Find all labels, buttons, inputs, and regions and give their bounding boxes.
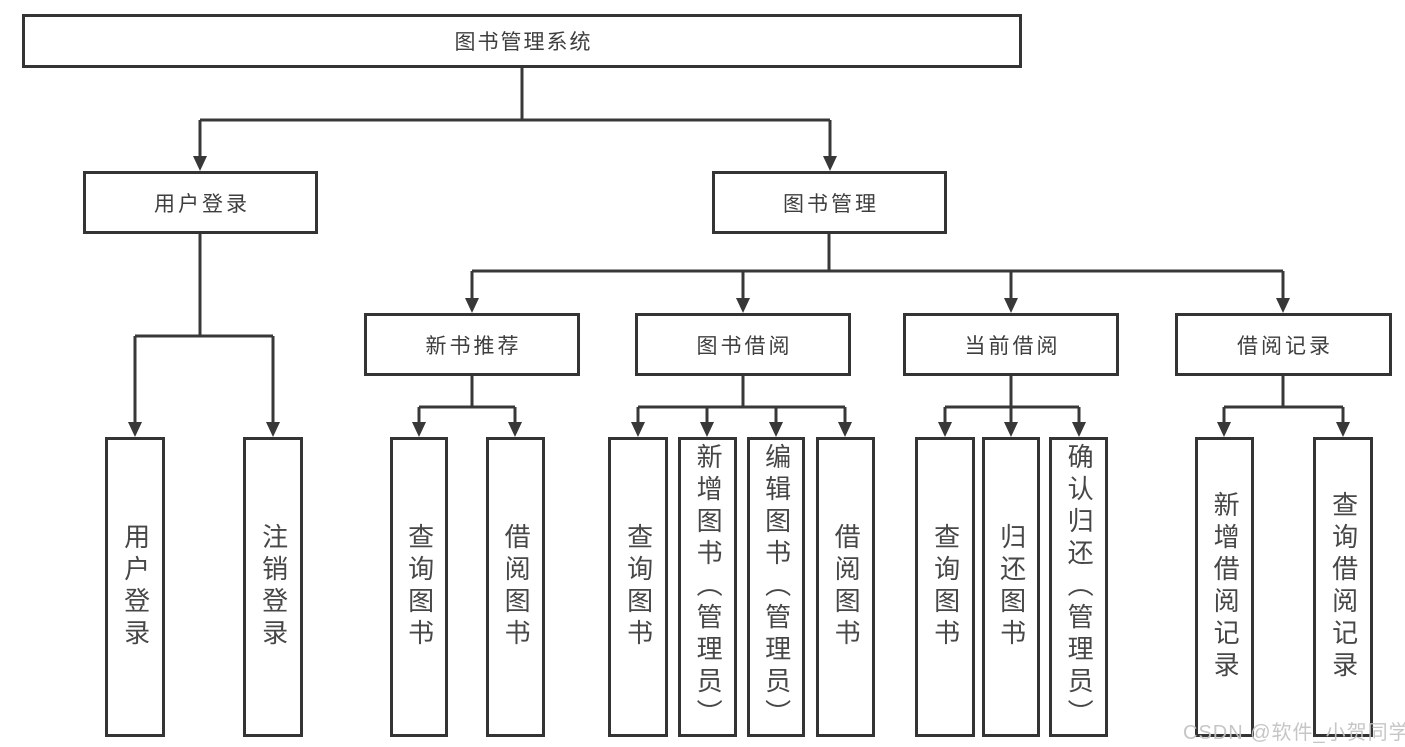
leaf-borrow-books-recommend: 借阅图书 bbox=[486, 437, 545, 737]
node-current-borrowing: 当前借阅 bbox=[903, 313, 1119, 376]
leaf-return-book: 归还图书 bbox=[982, 437, 1040, 737]
node-label: 图书管理 bbox=[783, 192, 879, 216]
leaf-label: 归还图书 bbox=[996, 523, 1027, 651]
leaf-label: 新增借阅记录 bbox=[1210, 491, 1241, 683]
leaf-label: 借阅图书 bbox=[501, 523, 532, 651]
leaf-label: 借阅图书 bbox=[831, 523, 862, 651]
leaf-logout: 注销登录 bbox=[243, 437, 303, 737]
leaf-confirm-return-admin: 确认归还（管理员） bbox=[1049, 437, 1108, 737]
leaf-borrow-books-borrowing: 借阅图书 bbox=[816, 437, 875, 737]
leaf-query-books-recommend: 查询图书 bbox=[390, 437, 448, 737]
leaf-edit-book-admin: 编辑图书（管理员） bbox=[747, 437, 805, 737]
node-label: 新书推荐 bbox=[425, 334, 522, 358]
node-label: 当前借阅 bbox=[964, 334, 1061, 358]
leaf-query-books-current: 查询图书 bbox=[915, 437, 975, 737]
leaf-add-borrow-record: 新增借阅记录 bbox=[1195, 437, 1254, 737]
leaf-add-book-admin: 新增图书（管理员） bbox=[678, 437, 737, 737]
node-label: 用户登录 bbox=[154, 192, 250, 216]
csdn-watermark: CSDN @软件_小贺同学 bbox=[1183, 722, 1405, 744]
leaf-label: 查询图书 bbox=[404, 523, 435, 651]
leaf-label: 确认归还（管理员） bbox=[1064, 443, 1095, 731]
node-label: 图书借阅 bbox=[696, 334, 793, 358]
leaf-label: 查询图书 bbox=[930, 523, 961, 651]
leaf-label: 查询借阅记录 bbox=[1328, 491, 1359, 683]
leaf-query-books-borrowing: 查询图书 bbox=[608, 437, 668, 737]
node-library-management-system: 图书管理系统 bbox=[22, 14, 1022, 68]
node-new-book-recommend: 新书推荐 bbox=[364, 313, 580, 376]
leaf-label: 编辑图书（管理员） bbox=[761, 443, 792, 731]
leaf-user-login: 用户登录 bbox=[105, 437, 165, 737]
node-user-login: 用户登录 bbox=[83, 171, 318, 234]
node-book-management: 图书管理 bbox=[712, 171, 947, 234]
leaf-label: 注销登录 bbox=[258, 523, 289, 651]
connector-arrowheads bbox=[128, 156, 1350, 437]
leaf-query-borrow-record: 查询借阅记录 bbox=[1313, 437, 1373, 737]
connector-lines bbox=[133, 68, 1345, 423]
leaf-label: 用户登录 bbox=[120, 523, 151, 651]
node-label: 借阅记录 bbox=[1237, 334, 1333, 358]
leaf-label: 新增图书（管理员） bbox=[693, 443, 724, 731]
node-label: 图书管理系统 bbox=[454, 31, 593, 54]
leaf-label: 查询图书 bbox=[623, 523, 654, 651]
node-book-borrowing: 图书借阅 bbox=[635, 313, 851, 376]
node-borrowing-records: 借阅记录 bbox=[1175, 313, 1392, 376]
